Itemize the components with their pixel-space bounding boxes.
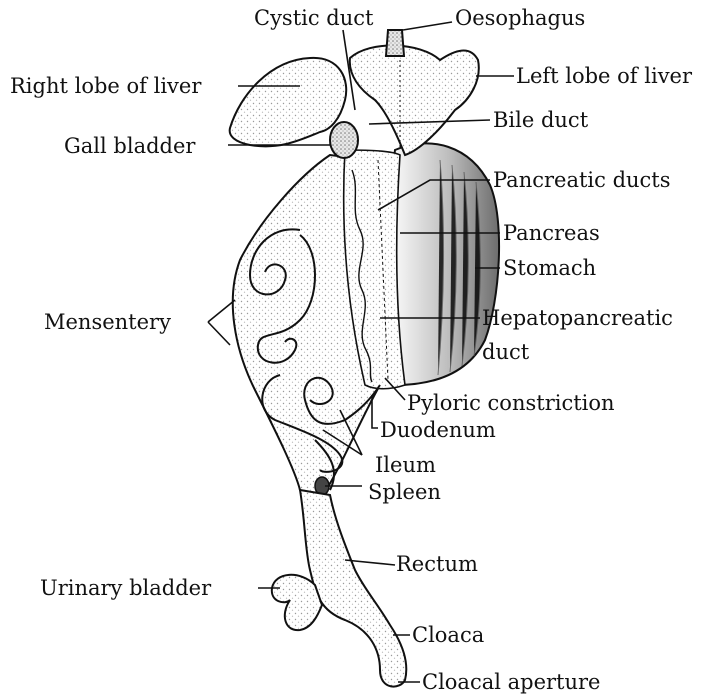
oesophagus-shape xyxy=(386,30,404,56)
label-spleen: Spleen xyxy=(368,480,441,504)
label-cystic-duct: Cystic duct xyxy=(254,6,373,30)
rectum-cloaca-shape xyxy=(272,490,407,687)
label-left-lobe-of-liver: Left lobe of liver xyxy=(516,64,692,88)
label-hepatopancreatic-duct: duct xyxy=(482,340,529,364)
label-pancreatic-ducts: Pancreatic ducts xyxy=(493,168,671,192)
label-pyloric-constriction: Pyloric constriction xyxy=(407,391,615,415)
label-right-lobe-of-liver: Right lobe of liver xyxy=(10,74,201,98)
label-gall-bladder: Gall bladder xyxy=(64,134,195,158)
label-ileum: Ileum xyxy=(375,453,436,477)
label-cloaca: Cloaca xyxy=(412,623,484,647)
label-stomach: Stomach xyxy=(503,256,596,280)
label-duodenum: Duodenum xyxy=(380,418,496,442)
label-oesophagus: Oesophagus xyxy=(455,6,585,30)
label-bile-duct: Bile duct xyxy=(493,108,588,132)
label-hepatopancreatic: Hepatopancreatic xyxy=(482,306,673,330)
label-mensentery: Mensentery xyxy=(44,310,171,334)
gall-bladder-shape xyxy=(330,122,358,158)
label-rectum: Rectum xyxy=(396,552,478,576)
label-cloacal-aperture: Cloacal aperture xyxy=(422,670,600,694)
label-pancreas: Pancreas xyxy=(503,221,600,245)
label-urinary-bladder: Urinary bladder xyxy=(40,576,211,600)
